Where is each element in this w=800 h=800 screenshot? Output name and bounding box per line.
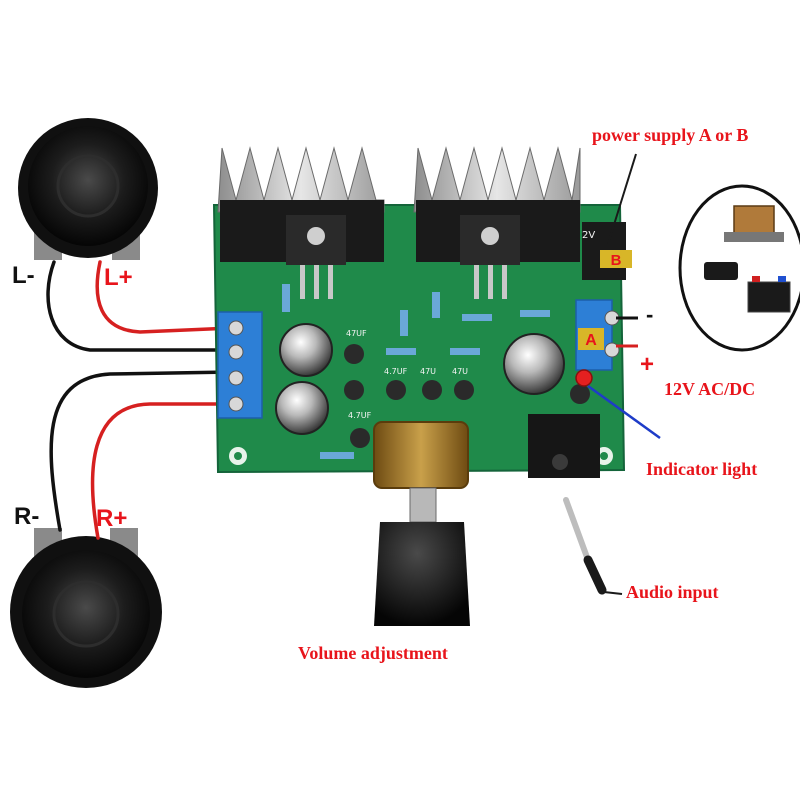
speaker-cone [22, 550, 150, 678]
right-speaker [10, 528, 162, 688]
heat-sink-left [217, 146, 385, 299]
speaker-wires [46, 260, 234, 540]
speaker-ring [56, 154, 120, 218]
left-speaker [18, 118, 158, 260]
speaker-ring [52, 580, 120, 648]
pointer-power-supply [607, 153, 637, 245]
board-cap-mark: 47U [452, 367, 468, 376]
left-plus-label: L+ [104, 264, 133, 291]
screw [481, 227, 499, 245]
mount-hole-center [600, 452, 608, 460]
screw-terminal [228, 370, 244, 386]
left-minus-label: L- [12, 262, 35, 289]
wire-right-plus [90, 402, 234, 540]
plus-terminal-label: + [640, 351, 654, 378]
callout-lines [587, 153, 661, 595]
wire-right-minus [49, 370, 234, 532]
terminal-a-label: A [585, 332, 597, 349]
screw [307, 227, 325, 245]
speaker-cone [28, 126, 148, 246]
wire-left-plus [95, 260, 234, 334]
battery-icon [747, 281, 791, 313]
board-cap-mark: 47UF [346, 329, 367, 338]
amplifier-board: B 2V A [212, 146, 632, 626]
pointer-audio [603, 591, 623, 595]
audio-input-label: Audio input [626, 582, 719, 602]
power-supply-label: power supply A or B [592, 125, 748, 145]
board-voltage-mark: 2V [582, 230, 595, 241]
heat-sink-right [413, 146, 581, 299]
screw-terminal [228, 320, 244, 336]
screw-terminal [604, 342, 620, 358]
speaker-terminal-block [217, 311, 263, 419]
right-minus-label: R- [14, 503, 39, 530]
volume-adjustment-label: Volume adjustment [298, 643, 448, 663]
input-voltage-label: 12V AC/DC [664, 379, 755, 399]
terminal-b-label: B [611, 252, 622, 269]
minus-terminal-label: - [646, 302, 653, 327]
board-cap-mark: 4.7UF [348, 411, 372, 420]
power-polarity: - + [616, 302, 654, 378]
capacitors [275, 323, 590, 448]
mount-hole-center [234, 452, 242, 460]
power-terminal-block: A [575, 299, 620, 371]
board-cap-mark: 47U [420, 367, 436, 376]
screw-terminal [228, 396, 244, 412]
screw-terminal [228, 344, 244, 360]
indicator-led [575, 369, 593, 387]
jack-b-marker [600, 250, 632, 268]
wire-left-minus [46, 260, 234, 352]
pointer-indicator [587, 384, 661, 440]
volume-potentiometer [373, 421, 470, 626]
adapter-icon [704, 262, 738, 280]
power-source-options [678, 184, 800, 352]
volume-knob [374, 522, 470, 626]
board-cap-mark: 4.7UF [384, 367, 408, 376]
resistors [282, 284, 550, 459]
right-plus-label: R+ [96, 505, 127, 532]
indicator-light-label: Indicator light [646, 459, 757, 479]
audio-plug [563, 497, 607, 595]
